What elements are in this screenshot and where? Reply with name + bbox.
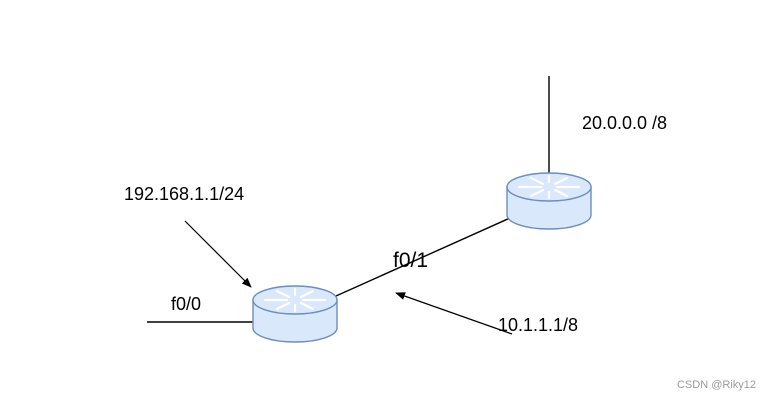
label-f0-0: f0/0 (171, 294, 201, 314)
label-f0-1: f0/1 (393, 249, 428, 272)
label-net-20: 20.0.0.0 /8 (582, 113, 667, 133)
router-icon (506, 172, 592, 230)
router-right[interactable] (506, 172, 592, 230)
router-icon (252, 285, 338, 343)
watermark: CSDN @Riky12 (677, 379, 756, 391)
link-router-to-router (335, 217, 511, 297)
label-ip-192: 192.168.1.1/24 (124, 184, 244, 204)
router-left[interactable] (252, 285, 338, 343)
label-ip-10: 10.1.1.1/8 (498, 315, 578, 335)
arrow-to-left-router (184, 220, 252, 288)
arrow-to-link (395, 292, 513, 335)
